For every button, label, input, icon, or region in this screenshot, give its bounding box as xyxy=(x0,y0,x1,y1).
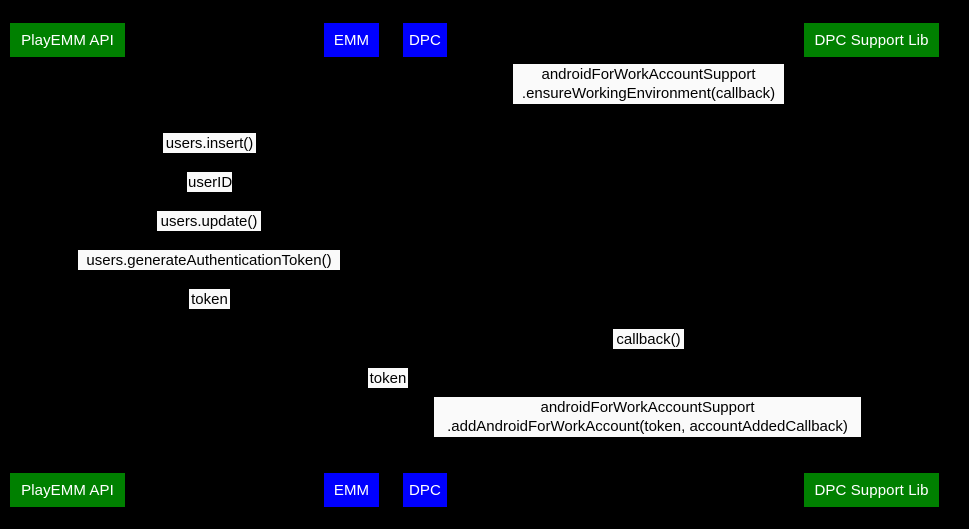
message-label-line: userID xyxy=(188,173,233,191)
message-label-line: callback() xyxy=(616,330,681,348)
participant-box-playemm-api[interactable]: PlayEMM API xyxy=(10,473,125,507)
message-label-line: androidForWorkAccountSupport xyxy=(540,399,755,416)
participant-label: DPC xyxy=(409,31,441,49)
participant-label: DPC Support Lib xyxy=(814,31,929,49)
participant-box-playemm-api[interactable]: PlayEMM API xyxy=(10,23,125,57)
participant-box-dpc[interactable]: DPC xyxy=(403,23,447,57)
message-label-line: users.generateAuthenticationToken() xyxy=(86,251,332,269)
message-label-line: .ensureWorkingEnvironment(callback) xyxy=(521,85,776,102)
message-label-line: token xyxy=(191,290,228,308)
message-label-token-2: token xyxy=(368,368,408,388)
message-label-line: androidForWorkAccountSupport xyxy=(541,66,756,83)
message-label-users-insert: users.insert() xyxy=(163,133,256,153)
participant-label: DPC Support Lib xyxy=(814,481,929,499)
message-label-line: .addAndroidForWorkAccount(token, account… xyxy=(447,418,848,435)
message-label-user-id: userID xyxy=(187,172,232,192)
participant-label: DPC xyxy=(409,481,441,499)
message-label-line: users.update() xyxy=(160,212,258,230)
participant-box-dpc-support-lib[interactable]: DPC Support Lib xyxy=(804,473,939,507)
participant-box-emm[interactable]: EMM xyxy=(324,23,379,57)
message-label-users-generate-authentication-token: users.generateAuthenticationToken() xyxy=(78,250,340,270)
participant-box-emm[interactable]: EMM xyxy=(324,473,379,507)
message-label-ensure-working-environment: androidForWorkAccountSupport .ensureWorki… xyxy=(513,64,784,104)
message-label-callback: callback() xyxy=(613,329,684,349)
participant-label: PlayEMM API xyxy=(21,31,114,49)
participant-label: PlayEMM API xyxy=(21,481,114,499)
message-label-users-update: users.update() xyxy=(157,211,261,231)
participant-box-dpc-support-lib[interactable]: DPC Support Lib xyxy=(804,23,939,57)
message-label-line: users.insert() xyxy=(165,134,254,152)
message-label-line: token xyxy=(369,369,407,387)
participant-box-dpc[interactable]: DPC xyxy=(403,473,447,507)
message-label-add-android-for-work-account: androidForWorkAccountSupport .addAndroidF… xyxy=(434,397,861,437)
lifeline-playemm-api xyxy=(68,57,69,473)
lifeline-dpc-support-lib xyxy=(872,57,873,473)
participant-label: EMM xyxy=(333,31,370,49)
lifeline-dpc xyxy=(425,57,426,473)
participant-label: EMM xyxy=(333,481,370,499)
lifeline-emm xyxy=(352,57,353,473)
message-label-token-1: token xyxy=(189,289,230,309)
